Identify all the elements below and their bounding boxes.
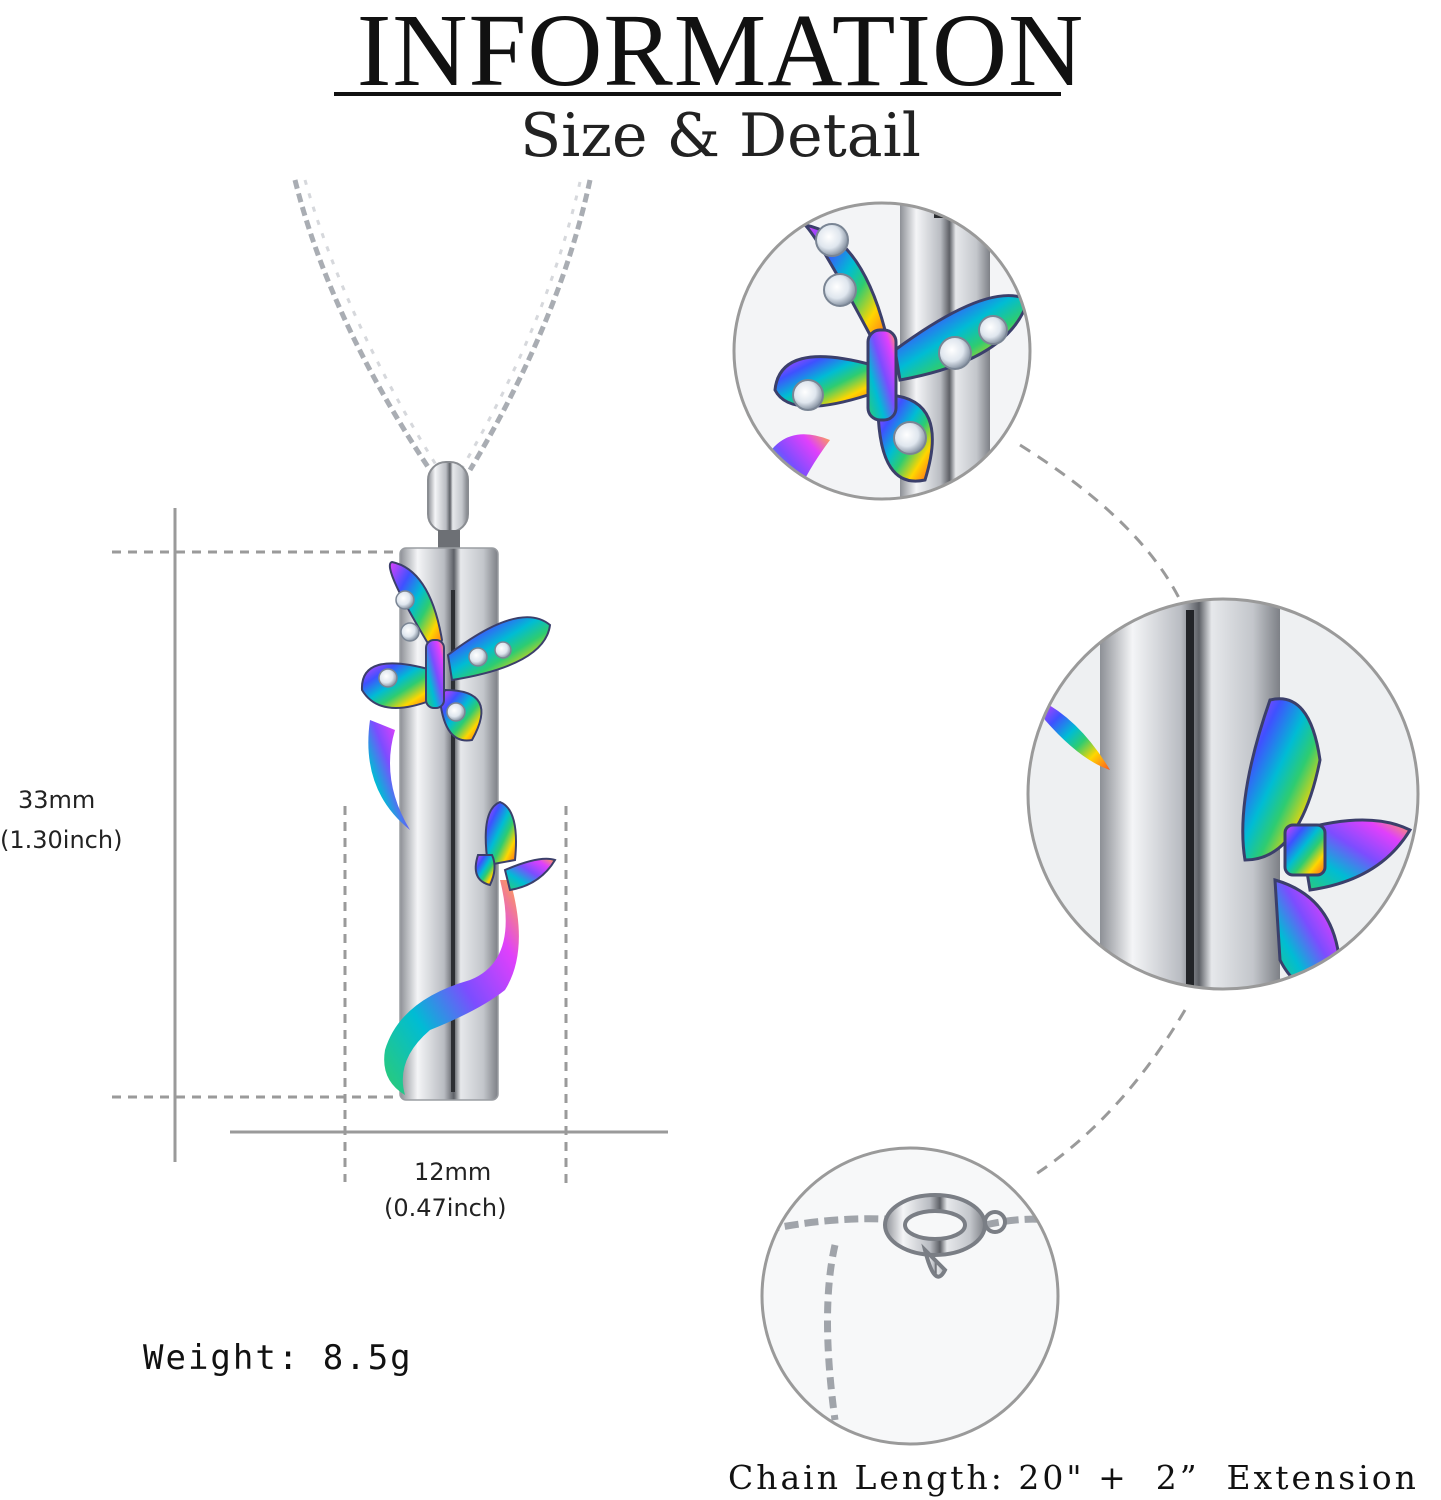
page-subtitle: Size & Detail bbox=[520, 101, 921, 171]
crystal-icon bbox=[378, 590, 512, 722]
width-mm-label: 12mm bbox=[414, 1158, 492, 1186]
title-divider bbox=[334, 92, 1061, 96]
dimension-guides bbox=[112, 508, 668, 1188]
page-title: INFORMATION bbox=[356, 0, 1085, 108]
rainbow-ribbon bbox=[368, 720, 410, 830]
necklace-chain bbox=[292, 179, 593, 472]
butterfly-icon bbox=[474, 800, 557, 892]
pendant-bail bbox=[427, 461, 469, 548]
detail-zoom-clasp bbox=[760, 1146, 1060, 1446]
height-inch-label: (1.30inch) bbox=[0, 826, 123, 854]
lobster-clasp-icon bbox=[883, 1193, 1007, 1279]
butterfly-icon bbox=[360, 560, 552, 742]
detail-connector bbox=[1019, 443, 1187, 1180]
chain-length-spec: Chain Length: 20" + 2” Extension bbox=[728, 1458, 1419, 1497]
width-inch-label: (0.47inch) bbox=[384, 1194, 507, 1222]
weight-spec: Weight: 8.5g bbox=[143, 1338, 413, 1378]
rainbow-ribbon bbox=[384, 880, 519, 1095]
detail-zoom-butterfly bbox=[732, 201, 1032, 501]
crystal-icon bbox=[792, 223, 1008, 455]
height-mm-label: 33mm bbox=[18, 786, 96, 814]
detail-zoom-small-butterfly bbox=[1026, 597, 1420, 991]
